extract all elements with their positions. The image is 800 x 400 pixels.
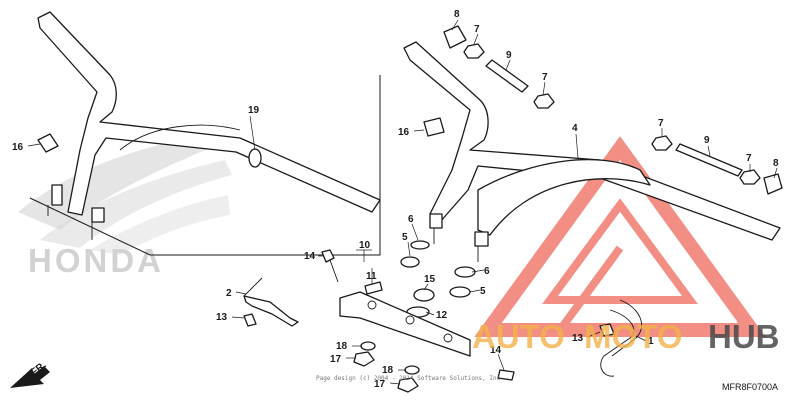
callout-19: 19 bbox=[248, 105, 260, 116]
bolt-14-b bbox=[497, 369, 515, 381]
callout-12: 11 bbox=[366, 271, 377, 282]
callout-5-b: 5 bbox=[480, 286, 486, 297]
leader-lines bbox=[27, 19, 778, 385]
callout-7-c: 7 bbox=[658, 118, 664, 129]
callout-7-a: 7 bbox=[474, 24, 480, 35]
callout-13-left: 13 bbox=[216, 312, 228, 323]
callout-11: 10 bbox=[359, 240, 371, 251]
callout-1: 1 bbox=[648, 336, 654, 347]
callout-8-top: 8 bbox=[454, 9, 460, 20]
diagram-code: MFR8F0700A bbox=[722, 382, 778, 392]
washer-18-a bbox=[360, 341, 376, 351]
bolt-13-a bbox=[243, 313, 257, 327]
front-direction-indicator: FR. bbox=[10, 360, 50, 388]
handlebar-assembly-4 bbox=[403, 41, 781, 262]
honda-logo-text: HONDA bbox=[28, 242, 164, 279]
nut-7-a bbox=[463, 43, 485, 59]
bolt-13-b bbox=[599, 323, 615, 337]
handlebar-holder-bracket bbox=[339, 291, 471, 357]
callout-6-a: 6 bbox=[408, 214, 414, 225]
clamp-17-a bbox=[37, 133, 59, 153]
callout-18-b: 18 bbox=[382, 365, 394, 376]
callout-4: 4 bbox=[572, 123, 578, 134]
callout-8-right: 8 bbox=[773, 158, 779, 169]
callout-2: 2 bbox=[226, 288, 232, 299]
nut-16-a bbox=[353, 351, 375, 367]
callout-9-b: 9 bbox=[704, 135, 710, 146]
nut-7-d bbox=[739, 169, 761, 185]
callout-7-b: 7 bbox=[542, 72, 548, 83]
inset-frame bbox=[29, 75, 381, 256]
copyright-note: Page design (c) 2004 - 2014 Software Sol… bbox=[316, 375, 501, 382]
holder-stack-right bbox=[449, 266, 476, 298]
callout-5-a: 5 bbox=[402, 232, 408, 243]
washer-18-b bbox=[404, 365, 420, 375]
callout-labels: 19 16 16 8 7 9 7 4 7 9 7 8 6 5 10 14 11 … bbox=[12, 9, 779, 390]
bolt-14-a bbox=[321, 249, 339, 283]
nut-7-c bbox=[651, 135, 673, 151]
callout-7-d: 7 bbox=[746, 153, 752, 164]
nut-7-b bbox=[533, 93, 555, 109]
callout-13-right: 13 bbox=[572, 333, 584, 344]
callout-14-bottom: 14 bbox=[490, 345, 502, 356]
callout-16-a: 17 bbox=[330, 354, 342, 365]
callout-14-top: 14 bbox=[304, 251, 316, 262]
callout-16-b: 17 bbox=[374, 379, 386, 390]
callout-6-b: 6 bbox=[484, 266, 490, 277]
watermark-text: AUTO MOTO HUB bbox=[472, 318, 780, 355]
callout-15: 15 bbox=[424, 274, 436, 285]
weight-bar-9-right bbox=[675, 143, 743, 177]
clip-8-b bbox=[763, 173, 783, 195]
cable-guide-2 bbox=[243, 277, 299, 327]
watermark-hub: HUB bbox=[708, 318, 780, 355]
handlebar-assembly-19 bbox=[37, 11, 381, 240]
weight-bar-9-upper bbox=[485, 59, 529, 93]
watermark-auto: AUTO bbox=[472, 318, 565, 355]
watermark-moto: MOTO bbox=[584, 318, 682, 355]
cover-12 bbox=[364, 281, 383, 295]
arrow-icon bbox=[10, 366, 50, 388]
callout-10: 12 bbox=[436, 310, 448, 321]
callout-9-a: 9 bbox=[506, 50, 512, 61]
callout-17-right: 16 bbox=[398, 127, 410, 138]
wire-clamp-1 bbox=[600, 299, 642, 377]
nut-16-b bbox=[397, 377, 419, 393]
callout-17-left: 16 bbox=[12, 142, 24, 153]
clamp-17-b bbox=[423, 117, 445, 137]
callout-18-a: 18 bbox=[336, 341, 348, 352]
clip-8-a bbox=[443, 25, 467, 49]
